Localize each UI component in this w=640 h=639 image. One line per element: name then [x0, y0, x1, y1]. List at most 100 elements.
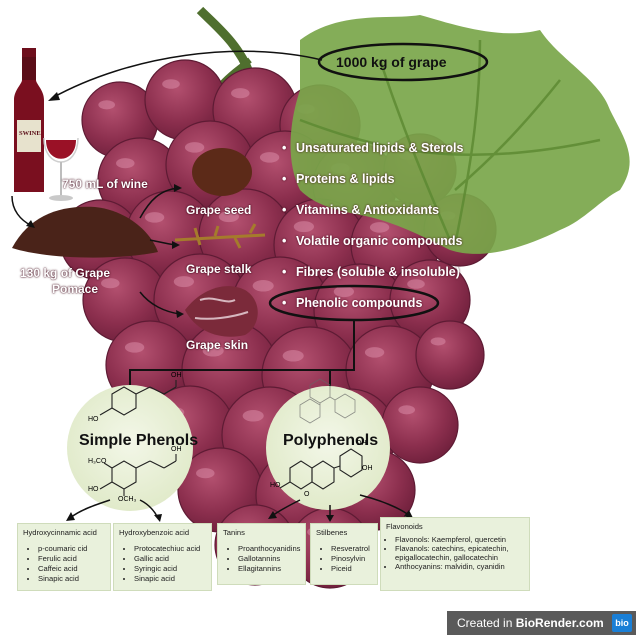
mol-o: O: [304, 491, 310, 498]
box-tanins-title: Tanins: [223, 528, 245, 537]
grape-seed-label: Grape seed: [186, 203, 252, 217]
arrow-to-hca: [69, 499, 111, 519]
list-item: Ellagitannins: [238, 564, 305, 574]
mol-ho-2: HO: [88, 486, 99, 493]
box-stilbenes: Stilbenes Resveratrol Pinosylvin Piceid: [310, 523, 378, 585]
flavonoid-structure: [279, 448, 363, 490]
mol-oh-1: OH: [171, 372, 182, 379]
grape-berry-highlight: [407, 279, 425, 289]
list-item: Protocatechiuc acid: [134, 544, 211, 554]
grape-berry-highlight: [116, 158, 135, 169]
box-hydroxybenzoic-title: Hydroxybenzoic acid: [119, 528, 190, 537]
grape-berry: [381, 386, 459, 464]
arrow-bottle-to-pomace: [11, 195, 33, 227]
arrow-pomace-to-skin: [139, 291, 181, 315]
biorender-text: Created in BioRender.com: [447, 616, 604, 630]
vine-leaf: [290, 15, 630, 254]
list-item: Gallic acid: [134, 554, 211, 564]
sinapic-structure: [99, 454, 177, 496]
grape-berry-highlight: [101, 278, 120, 289]
grape-berry-highlight: [231, 88, 250, 99]
list-item: Flavonols: Kaempferol, quercetin: [395, 535, 529, 544]
mol-oh-4: OH: [362, 465, 373, 472]
mol-ho-1: HO: [88, 416, 99, 423]
polyphenols-circle: [266, 386, 390, 510]
arrow-grape-to-bottle: [51, 50, 323, 99]
component-volatile: Volatile organic compounds: [282, 234, 462, 248]
grape-berry-highlight: [202, 345, 224, 357]
wine-glass-icon: [43, 137, 79, 201]
list-item: p-coumaric cid: [38, 544, 110, 554]
grape-mass-label: 1000 kg of grape: [336, 54, 447, 70]
list-item: Sinapic acid: [134, 574, 211, 584]
component-phenolic: Phenolic compounds: [282, 296, 422, 310]
component-proteins: Proteins & lipids: [282, 172, 395, 186]
polyphenols-title: Polyphenols: [283, 432, 379, 449]
list-item: Proanthocyanidins: [238, 544, 305, 554]
grape-mass-highlight: [317, 42, 489, 82]
grape-berry: [415, 320, 485, 390]
wine-volume-label: 750 mL of wine: [62, 177, 148, 191]
pomace-pile-icon: [12, 206, 158, 258]
grape-berry-highlight: [333, 286, 355, 298]
list-item: Caffeic acid: [38, 564, 110, 574]
grape-berry-highlight: [98, 100, 116, 110]
grape-berry-highlight: [369, 222, 390, 233]
grape-berry-highlight: [196, 468, 215, 479]
simple-phenols-circle: [67, 385, 193, 511]
grape-berry-highlight: [173, 276, 195, 288]
list-item: Anthocyanins: malvidin, cyanidin: [395, 562, 529, 571]
grape-berry-highlight: [364, 347, 385, 358]
component-vitamins: Vitamins & Antioxidants: [282, 203, 439, 217]
grape-berry-highlight: [252, 280, 274, 292]
grape-berry-highlight: [259, 152, 280, 163]
pomace-label-line2: Pomace: [52, 282, 99, 296]
grape-berry-highlight: [242, 410, 264, 422]
grape-berry-highlight: [144, 212, 165, 223]
mol-och3: OCH₃: [118, 496, 137, 503]
list-item: Piceid: [331, 564, 377, 574]
box-flavonoids-title: Flavonoids: [386, 522, 423, 531]
list-item: Pinosylvin: [331, 554, 377, 564]
grape-berry-highlight: [282, 350, 304, 362]
grape-berry-highlight: [293, 221, 315, 233]
box-hydroxycinnamic: Hydroxycinnamic acid p-coumaric cid Feru…: [17, 523, 111, 591]
box-hydroxycinnamic-title: Hydroxycinnamic acid: [23, 528, 97, 537]
biorender-prefix: Created in: [457, 616, 516, 630]
list-item: Syringic acid: [134, 564, 211, 574]
box-hydroxybenzoic: Hydroxybenzoic acid Protocatechiuc acid …: [113, 523, 212, 591]
biorender-logo-icon: bio: [612, 614, 632, 632]
simple-phenols-title: Simple Phenols: [79, 432, 199, 449]
box-stilbenes-title: Stilbenes: [316, 528, 348, 537]
p-coumaric-structure: [99, 380, 177, 416]
grape-berry-highlight: [184, 142, 205, 153]
list-item: Ferulic acid: [38, 554, 110, 564]
grape-berry-highlight: [162, 79, 180, 89]
list-item: Flavanols: catechins, epicatechin, epiga…: [395, 544, 519, 562]
mol-oh-2: OH: [171, 446, 182, 453]
arrow-pomace-to-seed: [139, 187, 179, 219]
grape-berry-highlight: [398, 405, 416, 415]
grape-berry-highlight: [124, 342, 145, 353]
biorender-badge[interactable]: Created in BioRender.com bio: [447, 611, 636, 635]
grape-seed-icon: [192, 148, 252, 196]
box-tanins: Tanins Proanthocyanidins Gallotannins El…: [217, 523, 306, 585]
tannin-structure: [299, 378, 356, 424]
mol-oh-3: OH: [356, 440, 367, 447]
component-lipids: Unsaturated lipids & Sterols: [282, 141, 463, 155]
mol-ho-3: HO: [270, 482, 281, 489]
pomace-label-line1: 130 kg of Grape: [20, 266, 111, 280]
list-item: Gallotannins: [238, 554, 305, 564]
component-fibres: Fibres (soluble & insoluble): [282, 265, 460, 279]
grape-skin-label: Grape skin: [186, 338, 249, 352]
grape-stalk-label: Grape stalk: [186, 262, 252, 276]
wine-bottle-icon: [14, 48, 44, 192]
grape-stalk-icon: [174, 223, 266, 249]
box-flavonoids: Flavonoids Flavonols: Kaempferol, querce…: [380, 517, 530, 591]
grape-berry-highlight: [218, 211, 240, 223]
list-item: Sinapic acid: [38, 574, 110, 584]
grape-berry-highlight: [430, 337, 446, 346]
list-item: Resveratrol: [331, 544, 377, 554]
